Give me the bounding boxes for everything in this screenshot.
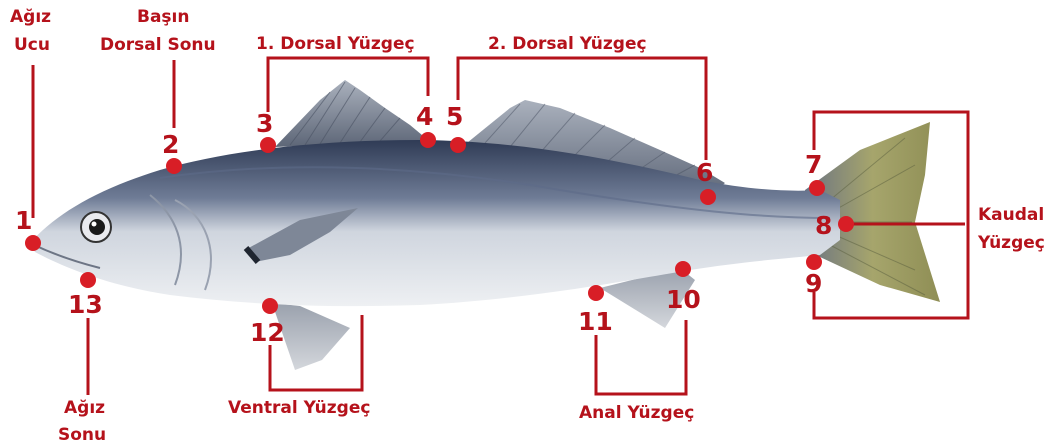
fish-body <box>30 140 840 306</box>
label-anal: Anal Yüzgeç <box>579 403 694 423</box>
point-4 <box>420 132 436 148</box>
fish-illustration <box>30 80 940 370</box>
point-11 <box>588 285 604 301</box>
label-ventral: Ventral Yüzgeç <box>228 398 370 418</box>
number-1: 1 <box>15 206 32 235</box>
number-5: 5 <box>446 102 463 131</box>
point-2 <box>166 158 182 174</box>
point-1 <box>25 235 41 251</box>
number-2: 2 <box>162 130 179 159</box>
label-basin-line1: Başın <box>137 7 189 27</box>
point-6 <box>700 189 716 205</box>
label-kaudal-line1: Kaudal <box>978 205 1044 225</box>
number-3: 3 <box>256 109 273 138</box>
point-3 <box>260 137 276 153</box>
number-10: 10 <box>666 285 701 314</box>
number-6: 6 <box>696 158 713 187</box>
point-8 <box>838 216 854 232</box>
point-9 <box>806 254 822 270</box>
number-9: 9 <box>805 269 822 298</box>
number-7: 7 <box>805 150 822 179</box>
label-agiz-sonu-line2: Sonu <box>58 425 106 445</box>
label-dorsal-2: 2. Dorsal Yüzgeç <box>488 34 647 54</box>
number-13: 13 <box>68 290 103 319</box>
number-11: 11 <box>578 307 613 336</box>
point-5 <box>450 137 466 153</box>
label-agiz-ucu-line1: Ağız <box>10 7 51 27</box>
number-4: 4 <box>416 102 433 131</box>
label-agiz-ucu-line2: Ucu <box>14 35 50 55</box>
label-kaudal-line2: Yüzgeç <box>977 233 1045 253</box>
label-agiz-sonu-line1: Ağız <box>64 398 105 418</box>
label-basin-line2: Dorsal Sonu <box>100 35 216 55</box>
label-dorsal-1: 1. Dorsal Yüzgeç <box>256 34 415 54</box>
point-13 <box>80 272 96 288</box>
point-10 <box>675 261 691 277</box>
number-8: 8 <box>815 211 832 240</box>
number-12: 12 <box>250 318 285 347</box>
first-dorsal-fin <box>275 80 428 147</box>
point-7 <box>809 180 825 196</box>
point-12 <box>262 298 278 314</box>
